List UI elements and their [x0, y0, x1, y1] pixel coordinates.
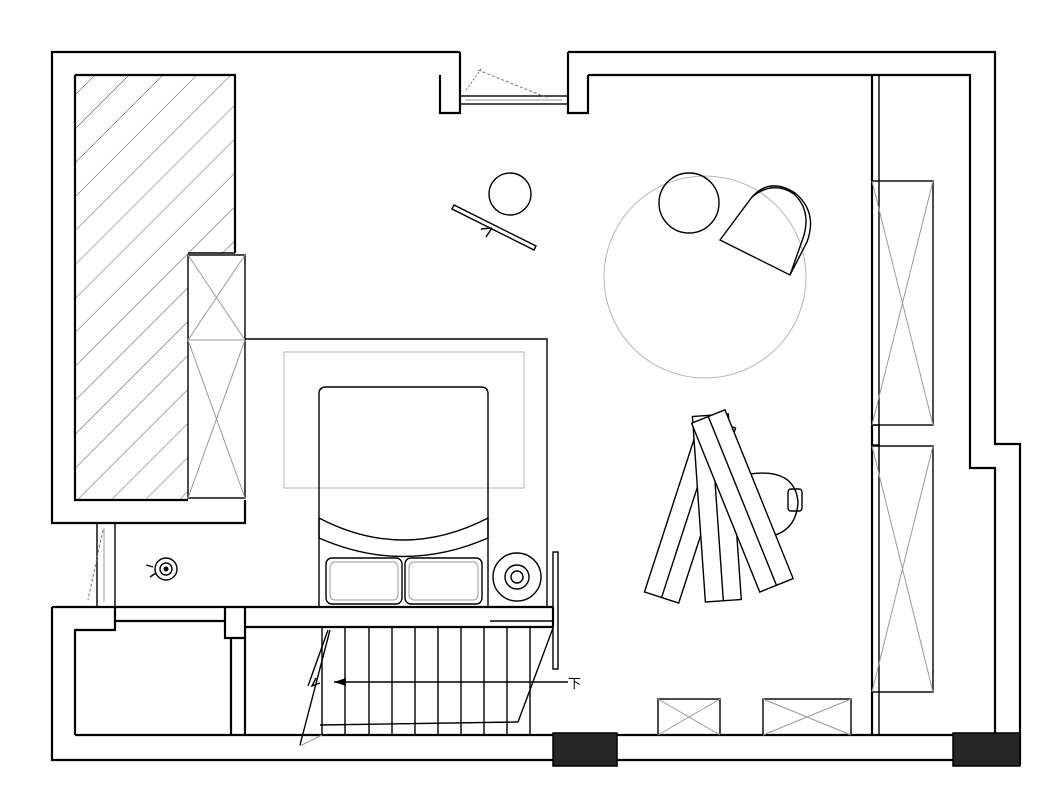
bedside-lamp [492, 552, 542, 602]
floor-lamp [145, 557, 178, 581]
staircase [299, 627, 568, 747]
column-left [552, 732, 618, 767]
top-window [459, 67, 569, 105]
desk-boards [643, 408, 795, 604]
folding-chair [451, 204, 537, 251]
right-wardrobes [870, 75, 934, 735]
storage-box-left [657, 698, 721, 736]
bed-platform [245, 338, 548, 607]
round-rug [603, 175, 807, 379]
left-wardrobe [187, 254, 246, 499]
hatched-storage [76, 76, 235, 499]
storage-box-right [762, 698, 852, 736]
side-table-round [488, 172, 532, 216]
glass-partition [552, 551, 559, 670]
lounge-chair [718, 185, 812, 276]
round-coffee-table [658, 172, 720, 234]
column-right [952, 732, 1021, 767]
bed [318, 386, 489, 607]
stair-down-label: 下 [568, 677, 581, 692]
left-window [87, 522, 116, 608]
